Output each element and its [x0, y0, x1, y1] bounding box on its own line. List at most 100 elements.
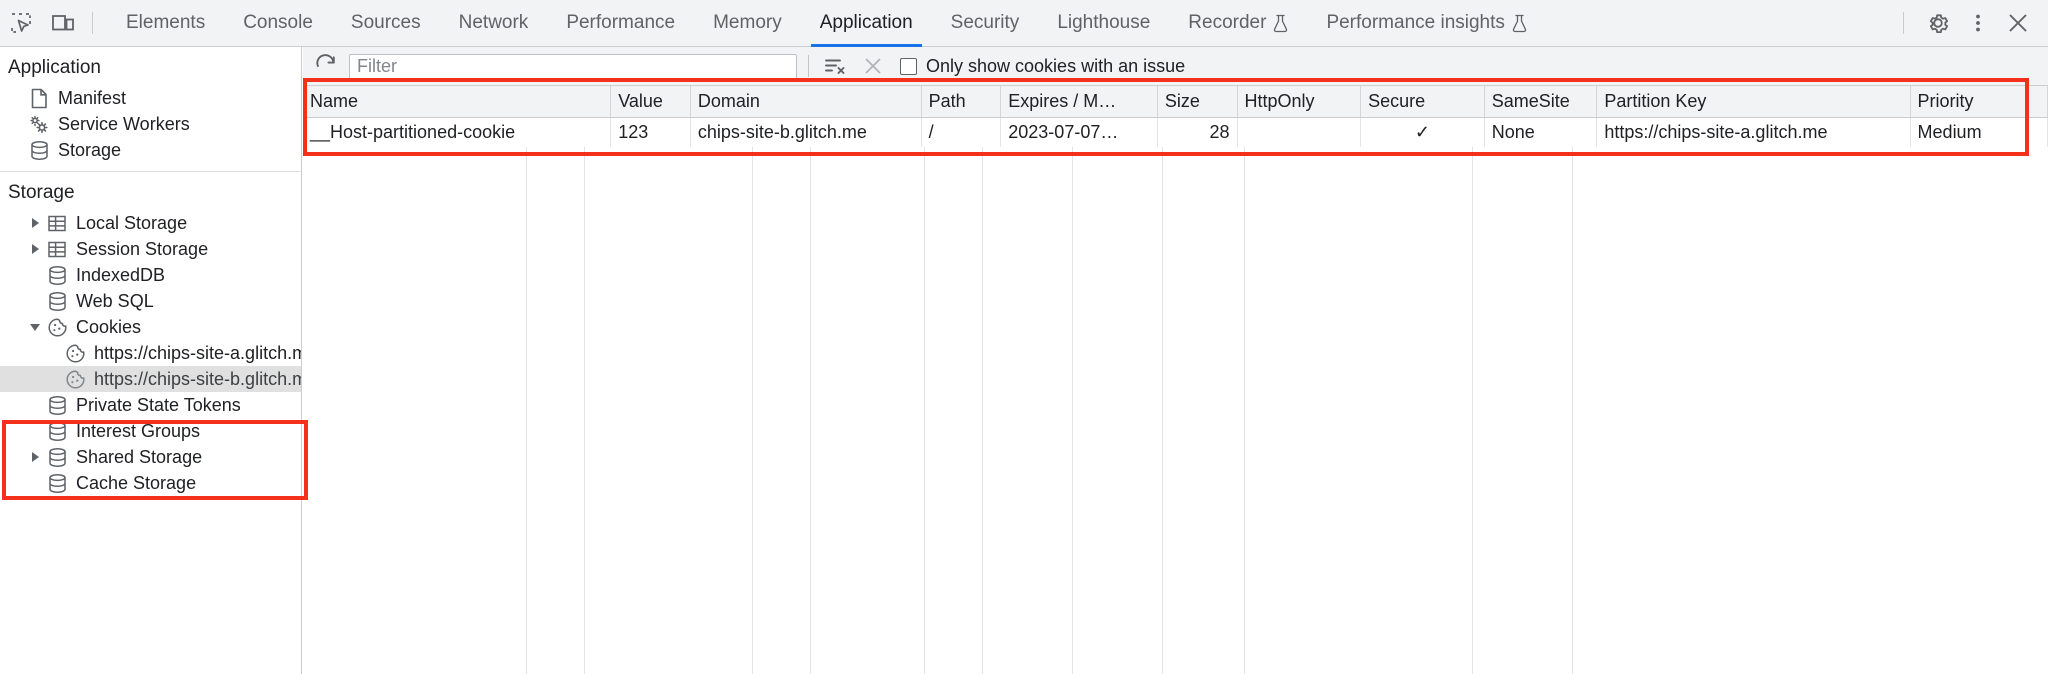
cell-secure[interactable]: ✓: [1360, 117, 1485, 147]
toolbar-divider: [1903, 12, 1904, 34]
sidebar-item-cookies-site-a[interactable]: https://chips-site-a.glitch.me: [0, 340, 301, 366]
column-header-path[interactable]: Path: [921, 86, 1002, 118]
sidebar-item-label: Service Workers: [58, 113, 190, 134]
clear-filtered-icon[interactable]: [820, 51, 850, 81]
cell-priority[interactable]: Medium: [1910, 117, 2048, 147]
sidebar-item-interest-groups[interactable]: Interest Groups: [0, 418, 301, 444]
tab-label: Sources: [350, 12, 421, 33]
cookies-panel: Only show cookies with an issue: [303, 47, 2048, 674]
column-header-size[interactable]: Size: [1157, 86, 1238, 118]
cookie-icon: [44, 317, 70, 338]
tab-console[interactable]: Console: [224, 0, 332, 47]
cell-domain[interactable]: chips-site-b.glitch.me: [690, 117, 922, 147]
column-header-partitionkey[interactable]: Partition Key: [1596, 86, 1911, 118]
tab-security[interactable]: Security: [932, 0, 1039, 47]
table-header-row: Name Value Domain Path Expires / M… Size…: [303, 86, 2048, 118]
cell-httponly[interactable]: [1237, 117, 1362, 147]
cookie-icon: [62, 369, 88, 390]
tab-recorder[interactable]: Recorder: [1169, 0, 1307, 47]
tab-label: Performance: [566, 12, 676, 33]
table-row[interactable]: __Host-partitioned-cookie 123 chips-site…: [303, 117, 2048, 147]
cell-path[interactable]: /: [921, 117, 1002, 147]
tab-label: Security: [950, 12, 1020, 33]
cell-value[interactable]: 123: [610, 117, 691, 147]
toolbar-right-actions: [1897, 0, 2048, 47]
tab-label: Recorder: [1188, 12, 1267, 33]
storage-section-title: Storage: [8, 182, 75, 203]
experiment-flask-icon: [1512, 14, 1527, 33]
sidebar-item-storage[interactable]: Storage: [0, 137, 301, 163]
column-header-secure[interactable]: Secure: [1360, 86, 1485, 118]
sidebar-item-cookies-site-b[interactable]: https://chips-site-b.glitch.me: [0, 366, 301, 392]
column-header-expires[interactable]: Expires / M…: [1000, 86, 1158, 118]
close-icon[interactable]: [1998, 3, 2038, 43]
tab-application[interactable]: Application: [801, 0, 932, 47]
only-show-issues-toggle[interactable]: Only show cookies with an issue: [900, 56, 1185, 77]
column-header-samesite[interactable]: SameSite: [1484, 86, 1598, 118]
cookies-table-area: Name Value Domain Path Expires / M… Size…: [303, 86, 2048, 674]
tab-memory[interactable]: Memory: [694, 0, 801, 47]
column-header-value[interactable]: Value: [610, 86, 691, 118]
devtools-main-toolbar: Elements Console Sources Network Perform…: [0, 0, 2048, 47]
database-icon: [44, 291, 70, 312]
tab-sources[interactable]: Sources: [332, 0, 440, 47]
cookie-icon: [62, 343, 88, 364]
sidebar-item-label: https://chips-site-a.glitch.me: [94, 342, 302, 363]
tab-label: Memory: [713, 12, 782, 33]
tab-label: Elements: [126, 12, 206, 33]
sidebar-item-web-sql[interactable]: Web SQL: [0, 288, 301, 314]
sidebar-item-cache-storage[interactable]: Cache Storage: [0, 470, 301, 496]
filter-input[interactable]: [349, 53, 797, 79]
cookies-table-header: Name Value Domain Path Expires / M… Size…: [303, 86, 2048, 118]
empty-grid-background: [303, 147, 2048, 674]
cell-name[interactable]: __Host-partitioned-cookie: [303, 117, 612, 147]
sidebar-item-indexeddb[interactable]: IndexedDB: [0, 262, 301, 288]
chevron-down-icon[interactable]: [26, 323, 44, 331]
database-icon: [44, 395, 70, 416]
kebab-menu-icon[interactable]: [1958, 3, 1998, 43]
refresh-icon[interactable]: [311, 51, 341, 81]
sidebar-item-shared-storage[interactable]: Shared Storage: [0, 444, 301, 470]
cookies-table-body: __Host-partitioned-cookie 123 chips-site…: [303, 117, 2048, 147]
column-header-priority[interactable]: Priority: [1910, 86, 2048, 118]
toolbar-divider: [92, 12, 93, 34]
chevron-right-icon[interactable]: [26, 218, 44, 228]
panel-tabs: Elements Console Sources Network Perform…: [107, 0, 1546, 47]
sidebar-item-label: Local Storage: [76, 212, 188, 233]
sidebar-item-local-storage[interactable]: Local Storage: [0, 210, 301, 236]
tab-elements[interactable]: Elements: [107, 0, 224, 47]
tab-lighthouse[interactable]: Lighthouse: [1038, 0, 1169, 47]
sidebar-item-label: Manifest: [58, 87, 127, 108]
only-show-issues-label: Only show cookies with an issue: [926, 55, 1186, 76]
clear-all-icon[interactable]: [858, 51, 888, 81]
column-header-httponly[interactable]: HttpOnly: [1237, 86, 1362, 118]
sidebar-item-cookies[interactable]: Cookies: [0, 314, 301, 340]
database-icon: [44, 265, 70, 286]
cell-size[interactable]: 28: [1157, 117, 1238, 147]
sidebar-item-private-state-tokens[interactable]: Private State Tokens: [0, 392, 301, 418]
cookies-table: Name Value Domain Path Expires / M… Size…: [303, 86, 2048, 147]
column-header-name[interactable]: Name: [303, 86, 612, 118]
sidebar-item-manifest[interactable]: Manifest: [0, 85, 301, 111]
chevron-right-icon[interactable]: [26, 244, 44, 254]
tab-performance-insights[interactable]: Performance insights: [1307, 0, 1545, 47]
cell-expires[interactable]: 2023-07-07…: [1000, 117, 1158, 147]
sidebar-item-session-storage[interactable]: Session Storage: [0, 236, 301, 262]
inspect-cursor-icon[interactable]: [0, 3, 42, 43]
cell-partitionkey[interactable]: https://chips-site-a.glitch.me: [1596, 117, 1911, 147]
sidebar-item-label: Interest Groups: [76, 420, 201, 441]
sidebar-item-service-workers[interactable]: Service Workers: [0, 111, 301, 137]
application-sidebar: Application Manifest Service Workers: [0, 47, 302, 674]
device-toolbar-icon[interactable]: [42, 3, 84, 43]
database-icon: [44, 447, 70, 468]
tab-label: Performance insights: [1326, 12, 1505, 33]
sidebar-item-label: IndexedDB: [76, 264, 166, 285]
only-show-issues-checkbox[interactable]: [900, 57, 917, 75]
table-icon: [44, 214, 70, 233]
chevron-right-icon[interactable]: [26, 452, 44, 462]
cell-samesite[interactable]: None: [1484, 117, 1598, 147]
tab-performance[interactable]: Performance: [547, 0, 694, 47]
tab-network[interactable]: Network: [440, 0, 548, 47]
column-header-domain[interactable]: Domain: [690, 86, 922, 118]
gear-icon[interactable]: [1918, 3, 1958, 43]
